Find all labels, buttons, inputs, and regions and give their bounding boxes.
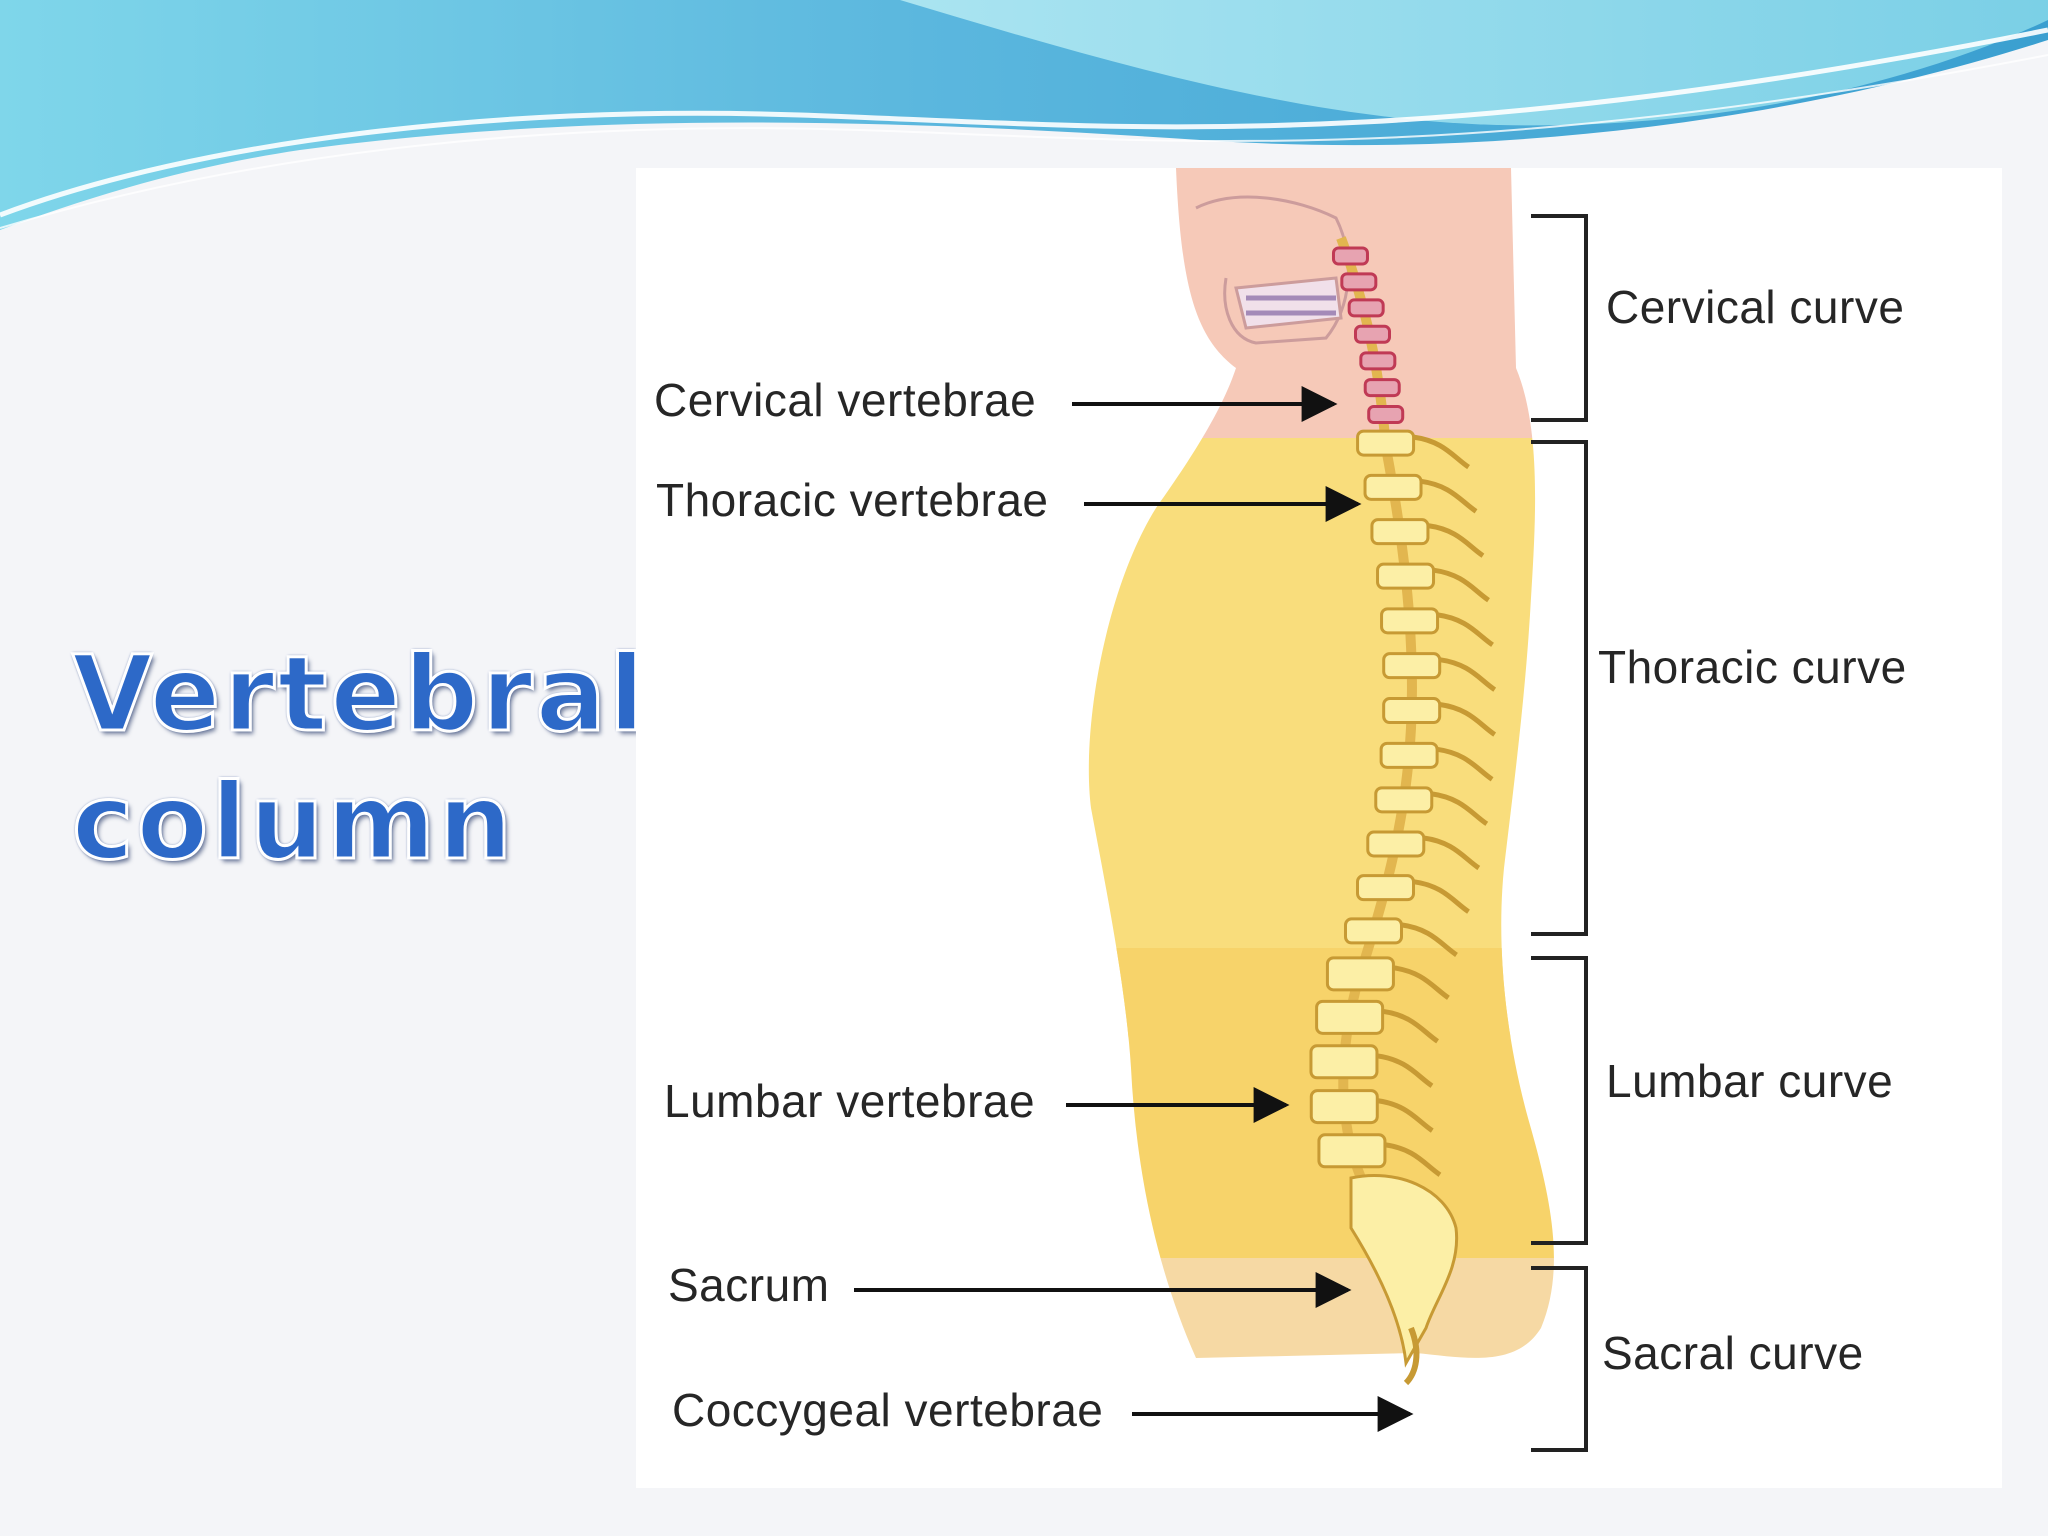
label-sacrum: Sacrum bbox=[668, 1259, 830, 1311]
thoracic-vertebra bbox=[1382, 697, 1442, 725]
thoracic-vertebra bbox=[1366, 830, 1426, 858]
bracket-cervical bbox=[1531, 214, 1588, 422]
spinous-process bbox=[1439, 702, 1497, 737]
title-line-1: Vertebral bbox=[71, 632, 648, 757]
cervical-vertebra bbox=[1353, 324, 1391, 344]
thoracic-vertebra bbox=[1363, 473, 1423, 501]
spinous-process bbox=[1427, 523, 1485, 558]
sacrum-shape bbox=[1349, 1173, 1459, 1368]
label-lumbar-curve: Lumbar curve bbox=[1606, 1055, 1894, 1107]
spinous-process bbox=[1393, 965, 1450, 1000]
cervical-vertebra bbox=[1359, 351, 1397, 371]
spinous-process bbox=[1420, 478, 1478, 514]
spinous-process bbox=[1413, 434, 1471, 470]
spine-figure: Cervical vertebrae Thoracic vertebrae Lu… bbox=[636, 168, 2002, 1488]
thoracic-region bbox=[1088, 438, 1554, 1038]
spinous-process bbox=[1433, 567, 1490, 603]
spinous-process bbox=[1382, 1008, 1440, 1044]
label-thoracic-curve: Thoracic curve bbox=[1598, 641, 1907, 693]
thoracic-vertebra bbox=[1356, 874, 1416, 902]
curve-brackets bbox=[1531, 214, 1588, 1452]
label-arrows bbox=[854, 386, 1414, 1432]
bracket-thoracic bbox=[1531, 440, 1588, 936]
spinous-process bbox=[1439, 657, 1497, 692]
lumbar-vertebra bbox=[1309, 1089, 1379, 1125]
thoracic-vertebra bbox=[1343, 917, 1403, 945]
spinous-process bbox=[1384, 1142, 1442, 1177]
thoracic-vertebra bbox=[1370, 518, 1430, 546]
label-thoracic-vertebrae: Thoracic vertebrae bbox=[656, 474, 1049, 526]
wave-banner bbox=[0, 0, 2048, 230]
cervical-vertebra bbox=[1340, 272, 1378, 292]
label-cervical-curve: Cervical curve bbox=[1606, 281, 1905, 333]
cervical-vertebra bbox=[1347, 298, 1385, 318]
spinous-process bbox=[1436, 746, 1494, 782]
cervical-vertebra bbox=[1331, 246, 1369, 266]
spinous-process bbox=[1423, 835, 1481, 871]
label-cervical-vertebrae: Cervical vertebrae bbox=[654, 374, 1037, 426]
bracket-lumbar bbox=[1531, 956, 1588, 1245]
coccyx-shape bbox=[1403, 1326, 1420, 1386]
cervical-vertebra bbox=[1367, 405, 1405, 425]
spinous-process bbox=[1413, 879, 1470, 914]
spine-illustration bbox=[854, 168, 1588, 1452]
thoracic-vertebra bbox=[1376, 562, 1436, 590]
vertebra-stack bbox=[1309, 429, 1497, 1177]
slide-title: Vertebral column bbox=[71, 630, 648, 886]
skull bbox=[1195, 195, 1350, 345]
spinous-process bbox=[1401, 922, 1458, 957]
sacral-region bbox=[1088, 1258, 1554, 1358]
lumbar-vertebra bbox=[1325, 956, 1395, 992]
cervical-vertebrae-stack bbox=[1331, 246, 1405, 425]
thoracic-vertebra bbox=[1379, 741, 1439, 769]
title-line-2: column bbox=[71, 760, 516, 885]
label-sacral-curve: Sacral curve bbox=[1602, 1327, 1864, 1379]
lumbar-vertebra bbox=[1309, 1044, 1379, 1080]
label-coccygeal-vertebrae: Coccygeal vertebrae bbox=[672, 1384, 1104, 1436]
lumbar-vertebra bbox=[1317, 1133, 1387, 1169]
spinous-process bbox=[1376, 1053, 1434, 1088]
spinous-process bbox=[1376, 1098, 1434, 1133]
thoracic-vertebra bbox=[1374, 786, 1434, 814]
label-lumbar-vertebrae: Lumbar vertebrae bbox=[664, 1075, 1036, 1127]
bracket-sacral bbox=[1531, 1266, 1588, 1452]
lumbar-vertebra bbox=[1315, 999, 1385, 1035]
thoracic-vertebra bbox=[1382, 652, 1442, 680]
spinous-process bbox=[1431, 791, 1489, 826]
spinous-process bbox=[1437, 612, 1494, 647]
thoracic-vertebra bbox=[1356, 429, 1416, 457]
thoracic-vertebra bbox=[1380, 607, 1440, 635]
cervical-vertebra bbox=[1363, 378, 1401, 398]
